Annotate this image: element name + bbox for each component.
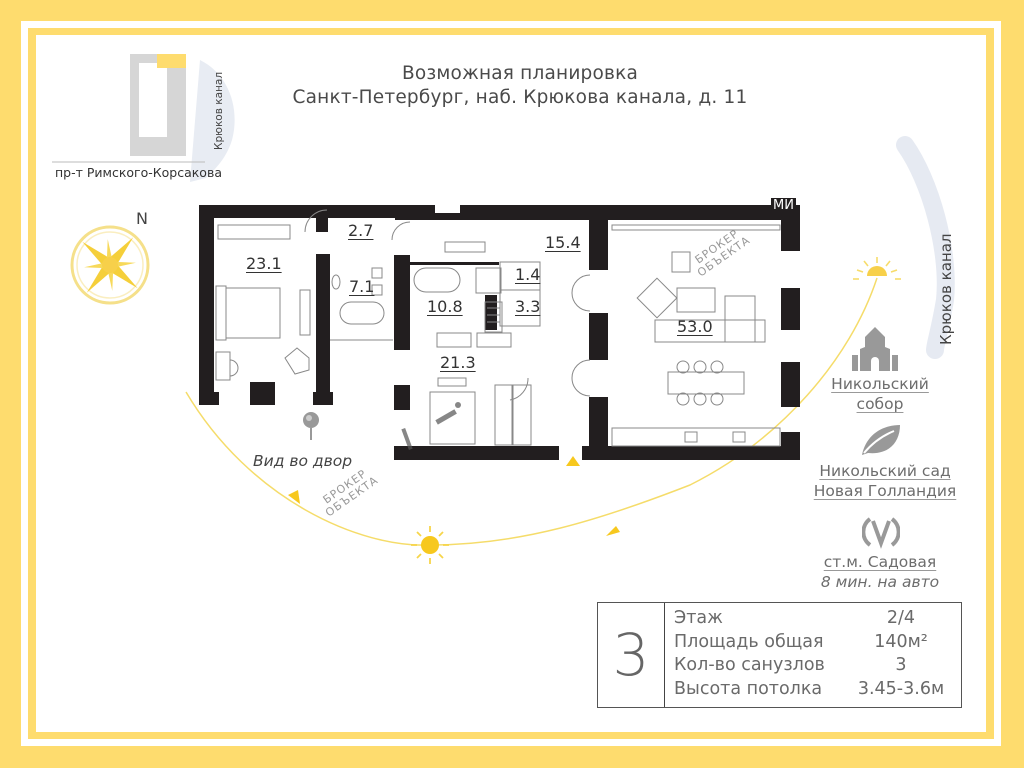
room-area-label: 1.4 bbox=[515, 265, 541, 284]
sun-icon bbox=[411, 526, 449, 564]
canal-label-small: Крюков канал bbox=[213, 71, 225, 150]
walls bbox=[199, 205, 800, 460]
location-map-icon bbox=[52, 54, 235, 182]
compass-rose-icon bbox=[70, 225, 150, 305]
room-area-label: 10.8 bbox=[427, 297, 463, 316]
arrow-icon bbox=[288, 490, 300, 504]
poi-cathedral[interactable]: Никольский собор bbox=[831, 375, 929, 413]
title-line-1: Возможная планировка bbox=[401, 63, 639, 84]
entrance-marker-icon bbox=[566, 456, 580, 466]
north-label: N bbox=[136, 209, 148, 228]
room-area-label: 23.1 bbox=[246, 254, 282, 273]
arrow-icon bbox=[606, 526, 620, 536]
leaf-icon bbox=[862, 425, 900, 455]
furniture bbox=[215, 209, 781, 447]
page-title: Возможная планировка Санкт-Петербург, на… bbox=[260, 62, 780, 110]
room-area-label: 7.1 bbox=[349, 277, 375, 296]
street-label: пр-т Римского-Корсакова bbox=[55, 165, 222, 180]
sunrise-icon bbox=[853, 257, 901, 280]
room-area-label: 3.3 bbox=[515, 297, 541, 316]
title-line-2: Санкт-Петербург, наб. Крюкова канала, д.… bbox=[292, 87, 748, 108]
cathedral-icon bbox=[852, 327, 898, 371]
rooms-count: 3 bbox=[598, 603, 665, 707]
corner-mark: МИ bbox=[771, 198, 796, 213]
room-area-label: 21.3 bbox=[440, 353, 476, 372]
watermark-figure bbox=[401, 402, 461, 451]
view-label: Вид во двор bbox=[253, 452, 353, 470]
poi-metro[interactable]: ст.м. Садовая 8 мин. на авто bbox=[820, 553, 940, 591]
room-area-label: 2.7 bbox=[348, 221, 374, 240]
room-area-label: 15.4 bbox=[545, 233, 581, 252]
poi-garden[interactable]: Никольский сад Новая Голландия bbox=[813, 462, 957, 500]
canal-label: Крюков канал bbox=[937, 233, 955, 345]
view-pin-icon bbox=[303, 412, 319, 440]
metro-icon bbox=[862, 517, 900, 549]
room-area-label: 53.0 bbox=[677, 317, 713, 336]
